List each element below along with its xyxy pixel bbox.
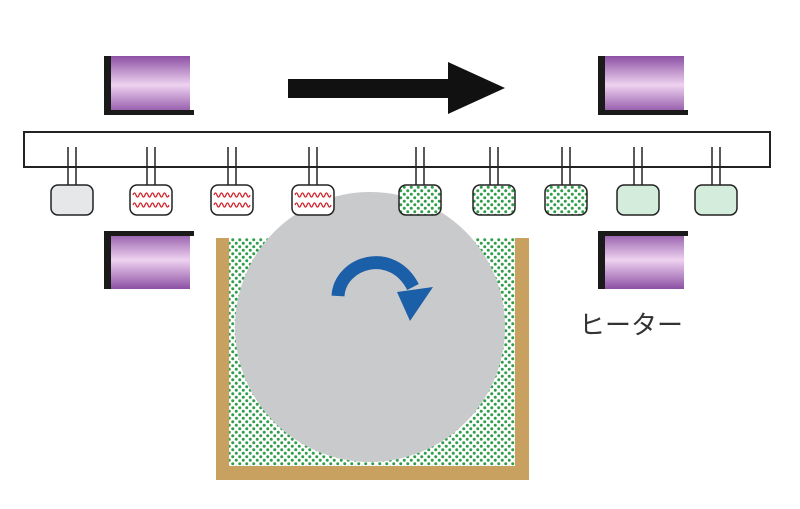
sample-coated xyxy=(398,147,442,216)
sample-coated xyxy=(472,147,516,216)
sample-heated xyxy=(129,147,173,216)
conveyor-bar xyxy=(23,131,771,168)
heater-label: ヒーター xyxy=(579,311,683,341)
sample-row xyxy=(50,147,738,216)
sample-dried xyxy=(694,147,738,216)
sample-heated xyxy=(210,147,254,216)
right-arrow-icon xyxy=(288,62,505,114)
sample-dried xyxy=(616,147,660,216)
heater-top-right xyxy=(598,56,688,115)
clockwise-rotation-icon xyxy=(331,256,433,321)
rotating-drum xyxy=(235,192,505,462)
heater-bottom-left xyxy=(104,231,194,289)
heater-bottom-right xyxy=(598,231,688,289)
heater-top-left xyxy=(104,56,194,115)
sample-coated xyxy=(544,147,588,216)
sample-plain xyxy=(50,147,94,216)
sample-heated xyxy=(291,147,335,216)
